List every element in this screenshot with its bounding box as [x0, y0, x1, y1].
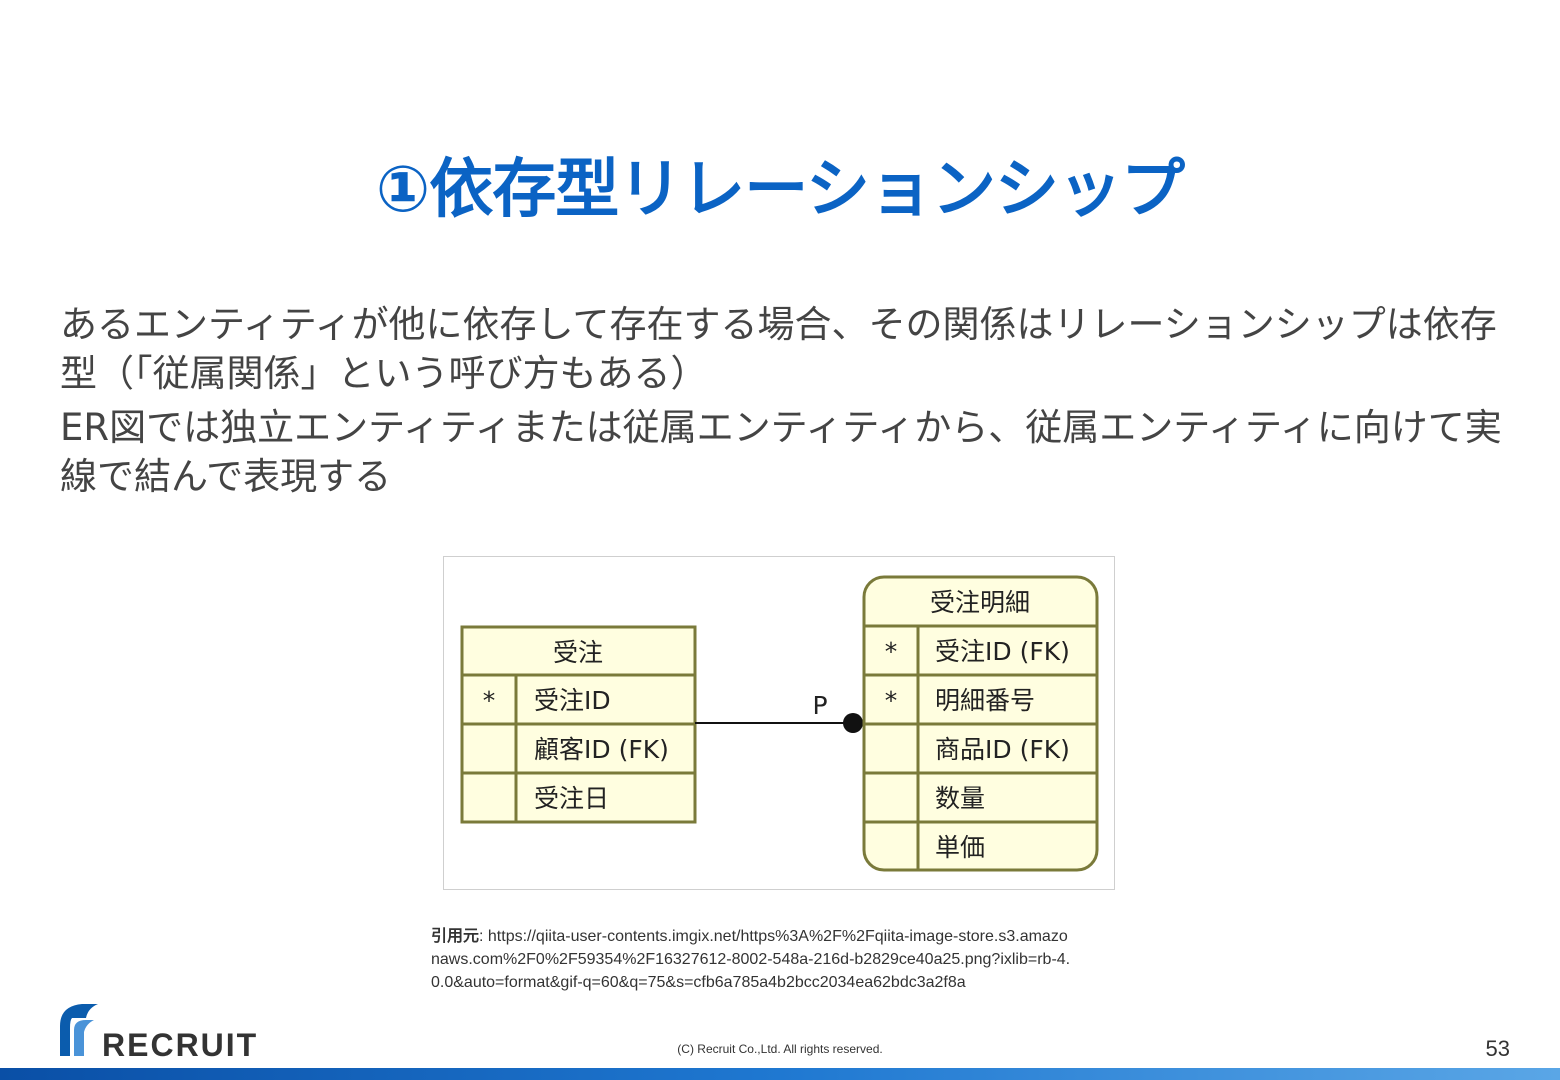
copyright: (C) Recruit Co.,Ltd. All rights reserved…: [677, 1042, 883, 1056]
relationship-dot: [843, 713, 863, 733]
page-number: 53: [1485, 1036, 1510, 1061]
parent-attr-key: *: [483, 686, 496, 715]
citation-label: 引用元: [431, 928, 480, 945]
body-text: あるエンティティが他に依存して存在する場合、その関係はリレーションシップは依存型…: [60, 300, 1520, 506]
footer-bar: [0, 1068, 1560, 1080]
citation: 引用元: https://qiita-user-contents.imgix.n…: [431, 925, 1071, 994]
recruit-logo: RECRUIT: [58, 1000, 298, 1063]
child-attr-key: *: [885, 686, 898, 715]
child-attr-key: *: [885, 637, 898, 666]
child-attr-name: 受注ID (FK): [935, 637, 1070, 666]
paragraph-2: ER図では独立エンティティまたは従属エンティティから、従属エンティティに向けて実…: [60, 406, 1502, 498]
er-diagram: 受注 * 受注ID 顧客ID (FK) 受注日 P: [443, 556, 1115, 890]
child-attr-name: 商品ID (FK): [935, 735, 1070, 764]
child-attr-name: 数量: [935, 784, 985, 813]
relationship-label: P: [812, 691, 827, 720]
child-attr-name: 明細番号: [935, 686, 1035, 715]
parent-attr-name: 顧客ID (FK): [534, 735, 669, 764]
parent-entity-name: 受注: [553, 638, 603, 667]
relationship-line: P: [695, 691, 863, 733]
paragraph-1: あるエンティティが他に依存して存在する場合、その関係はリレーションシップは依存型…: [60, 303, 1497, 395]
logo-text: RECRUIT: [102, 1027, 258, 1060]
logo-arc-icon: [60, 1004, 98, 1056]
child-entity: 受注明細 * 受注ID (FK) * 明細番号 商品ID (FK) 数量 単価: [862, 575, 1099, 872]
child-entity-name: 受注明細: [930, 588, 1030, 617]
child-attr-name: 単価: [935, 833, 985, 862]
slide-title: ①依存型リレーションシップ: [376, 153, 1185, 227]
parent-entity: 受注 * 受注ID 顧客ID (FK) 受注日: [460, 625, 697, 824]
citation-url: : https://qiita-user-contents.imgix.net/…: [431, 928, 1071, 991]
parent-attr-name: 受注日: [534, 784, 609, 813]
parent-attr-name: 受注ID: [534, 686, 611, 715]
